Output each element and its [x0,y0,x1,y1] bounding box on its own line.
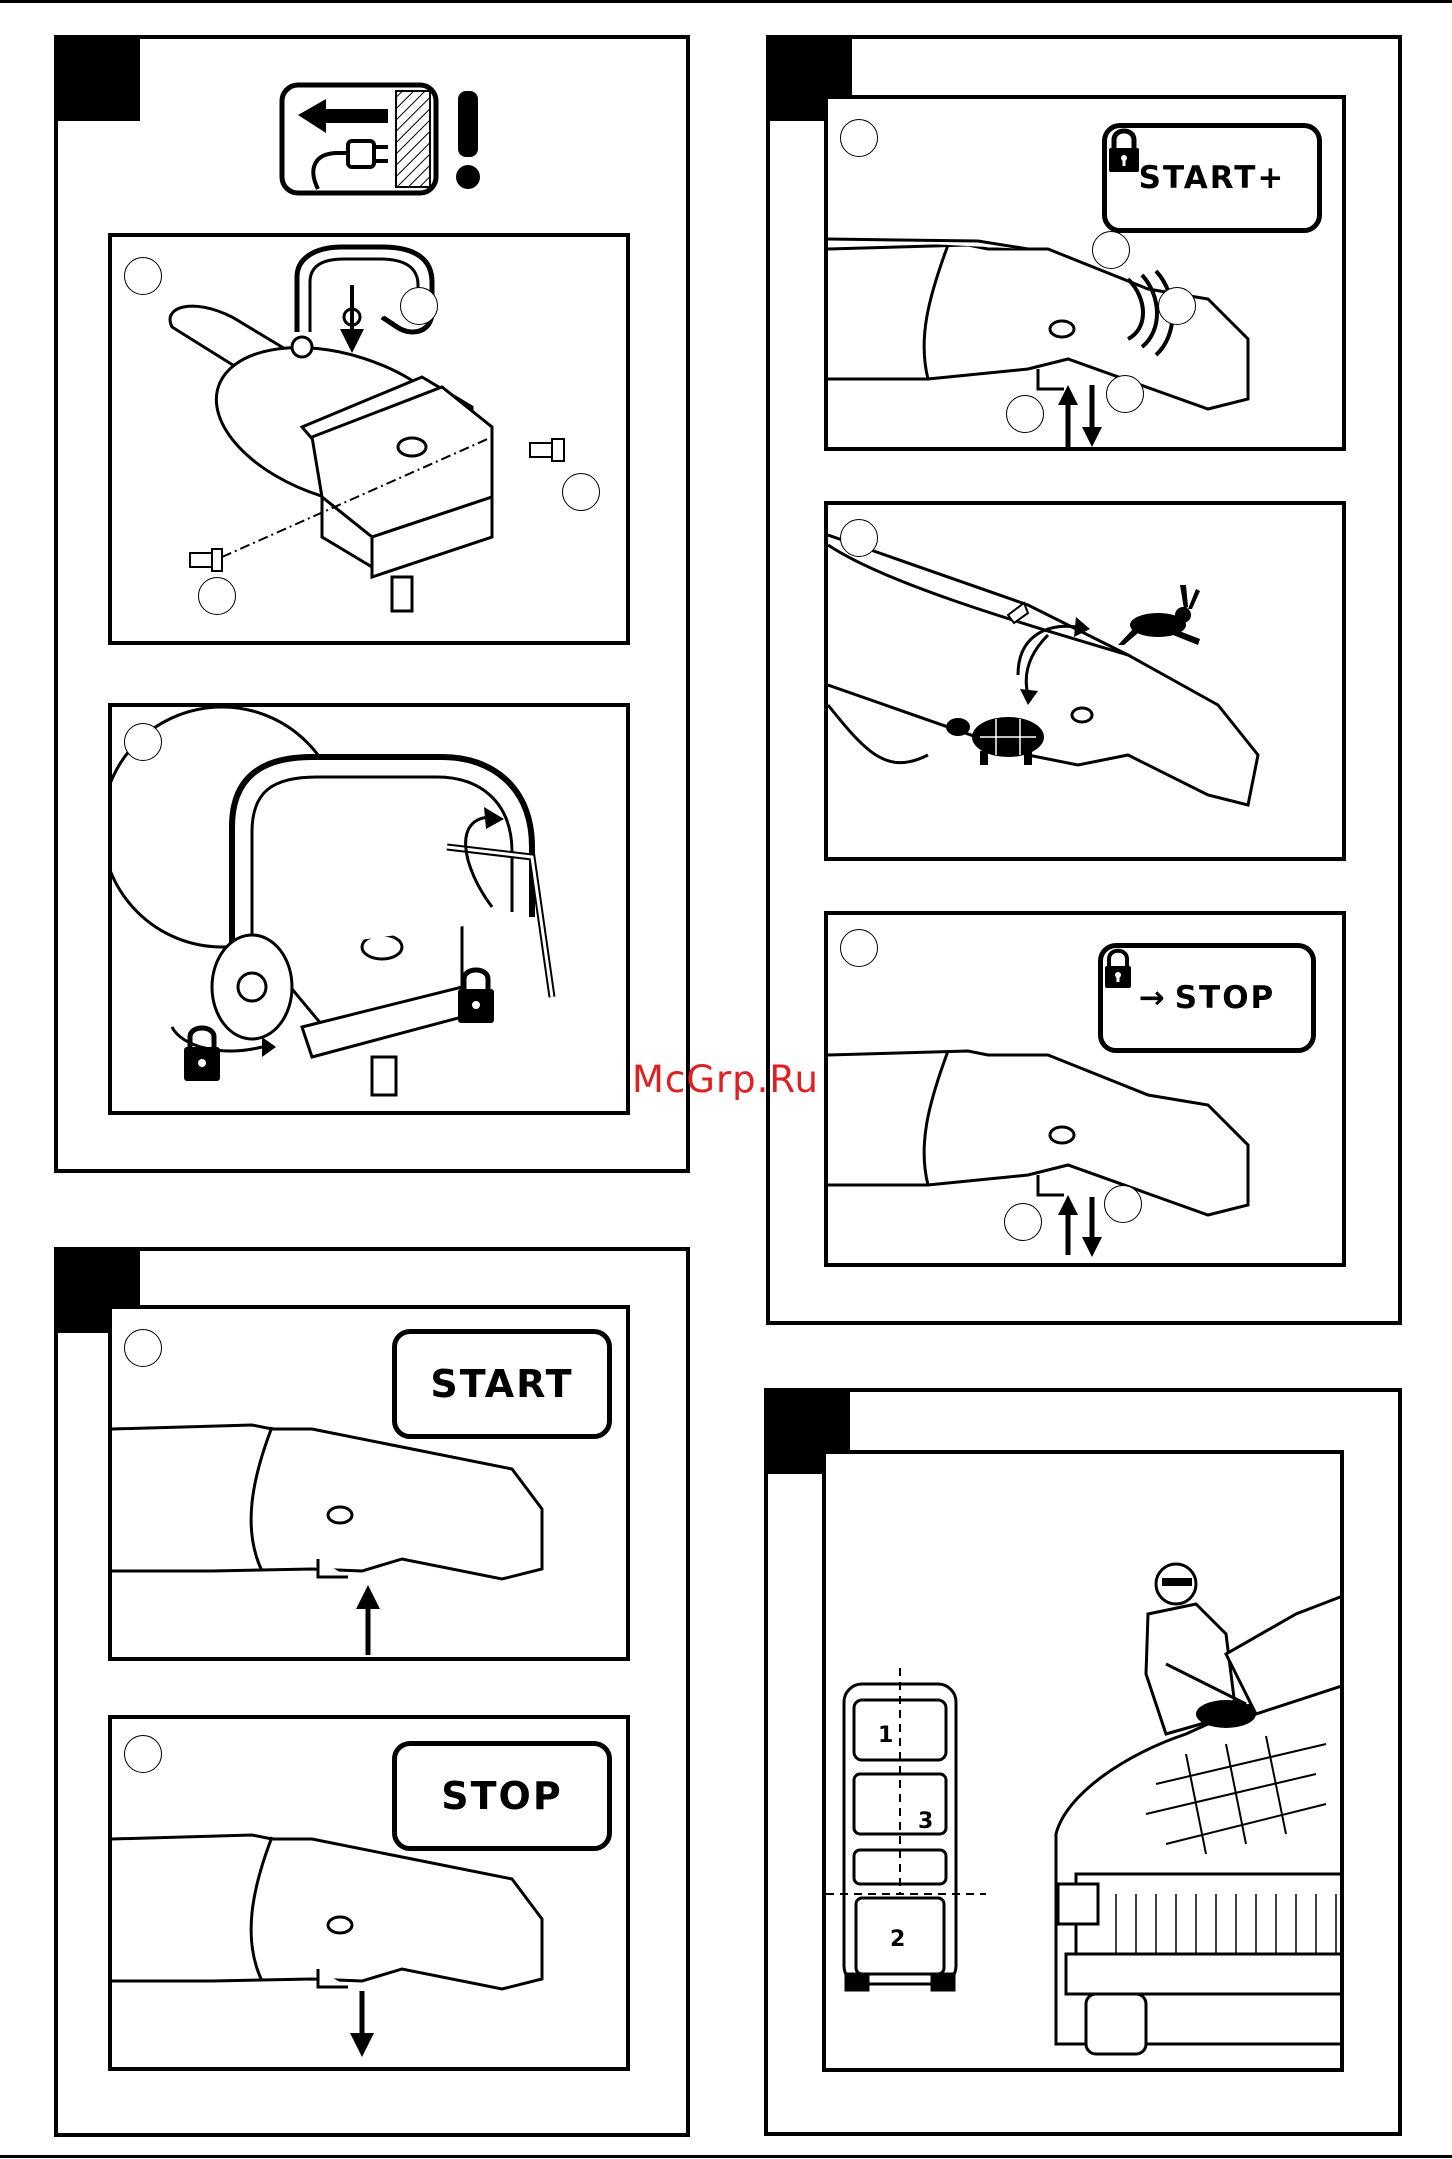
tortoise-slow-icon [946,717,1044,765]
section-polishing: 1 3 2 [764,1388,1402,2136]
panel-start-lock: START+ [824,95,1346,451]
callout-circle [1092,231,1130,269]
panel-handle-tighten [108,703,630,1115]
panel-start: START [108,1305,630,1661]
panel-unlock-stop: → STOP [824,911,1346,1267]
padlock-icon [184,1028,220,1081]
stop-label: STOP [441,1774,562,1818]
callout-circle [1158,287,1196,325]
start-badge: START [392,1329,612,1439]
watermark: McGrp.Ru [632,1058,819,1101]
panel-handle-mount [108,233,630,645]
callout-circle [124,257,162,295]
bottom-rule [0,2155,1452,2158]
start-lock-label: START+ [1139,160,1286,196]
start-lock-badge: START+ [1102,123,1322,233]
callout-circle [1106,375,1144,413]
callout-circle [1006,395,1044,433]
section-start-stop: START STOP [54,1247,690,2137]
lock-stop-label: STOP [1175,980,1276,1016]
arrow-right-icon: → [1139,980,1167,1016]
callout-circle [400,287,438,325]
callout-circle [840,119,878,157]
callout-circle [124,723,162,761]
section-assembly [54,35,690,1173]
panel-speed-selector [824,501,1346,861]
callout-circle [124,1735,162,1773]
zone-3-label: 3 [918,1809,933,1834]
zone-1-label: 1 [878,1723,893,1748]
callout-circle [840,519,878,557]
hare-fast-icon [1118,585,1200,645]
section-switch-lock: START+ [766,35,1402,1325]
lock-stop-badge: → STOP [1098,943,1316,1053]
callout-circle [1004,1203,1042,1241]
speed-selector-drawing [828,505,1346,861]
padlock-icon [1103,948,1133,990]
callout-circle [840,929,878,967]
panel-stop: STOP [108,1715,630,2071]
padlock-icon [1107,128,1141,174]
top-rule [0,0,1452,3]
unplug-warning-icon [278,79,498,199]
callout-circle [562,473,600,511]
section-number-block [54,35,140,121]
zone-2-label: 2 [890,1927,905,1952]
callout-circle [1104,1185,1142,1223]
panel-polishing-car: 1 3 2 [822,1450,1344,2072]
car-polishing-drawing: 1 3 2 [826,1454,1344,2072]
start-label: START [430,1362,573,1406]
stop-badge: STOP [392,1741,612,1851]
callout-circle [198,577,236,615]
callout-circle [124,1329,162,1367]
grinder-handle-mount-drawing [112,237,630,645]
grinder-handle-tighten-drawing [112,707,630,1115]
